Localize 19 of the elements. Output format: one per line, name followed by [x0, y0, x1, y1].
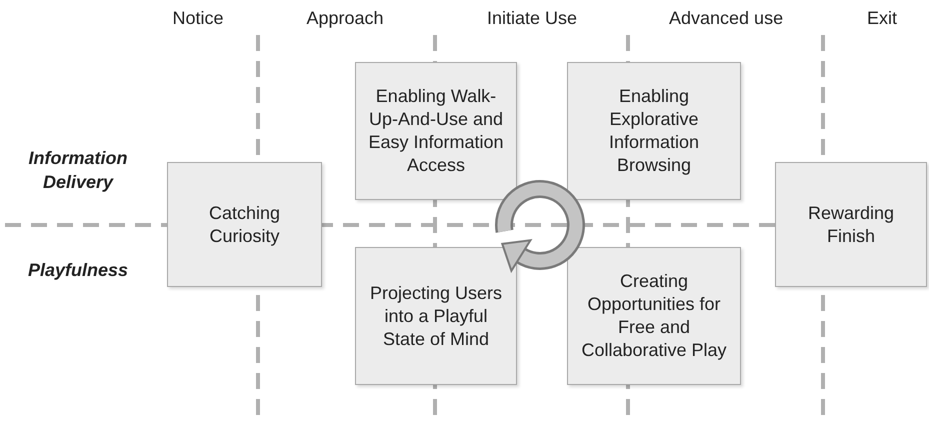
box-text: Creating Opportunities for Free and Collaborative Play — [580, 270, 728, 362]
row-heading: Playfulness — [26, 259, 130, 282]
phase-heading: Notice — [172, 8, 224, 29]
row-heading: Information Delivery — [28, 147, 128, 194]
phase-heading: Exit — [867, 8, 898, 29]
phase-heading: Initiate Use — [487, 8, 578, 29]
box-text: Projecting Users into a Playful State of Mind — [368, 282, 504, 350]
stage-box — [355, 62, 517, 200]
phase-heading: Advanced use — [669, 8, 784, 29]
stage-box — [355, 247, 517, 385]
phase-heading: Approach — [306, 8, 384, 29]
box-text: Catching Curiosity — [208, 202, 282, 248]
box-text: Rewarding Finish — [806, 202, 896, 248]
box-text: Enabling Explorative Information Browsing — [608, 85, 700, 177]
stage-box — [167, 162, 322, 287]
stage-box — [775, 162, 927, 287]
stage-box — [567, 247, 741, 385]
stage-box — [567, 62, 741, 200]
box-text: Enabling Walk-Up-And-Use and Easy Information Access — [367, 85, 505, 177]
